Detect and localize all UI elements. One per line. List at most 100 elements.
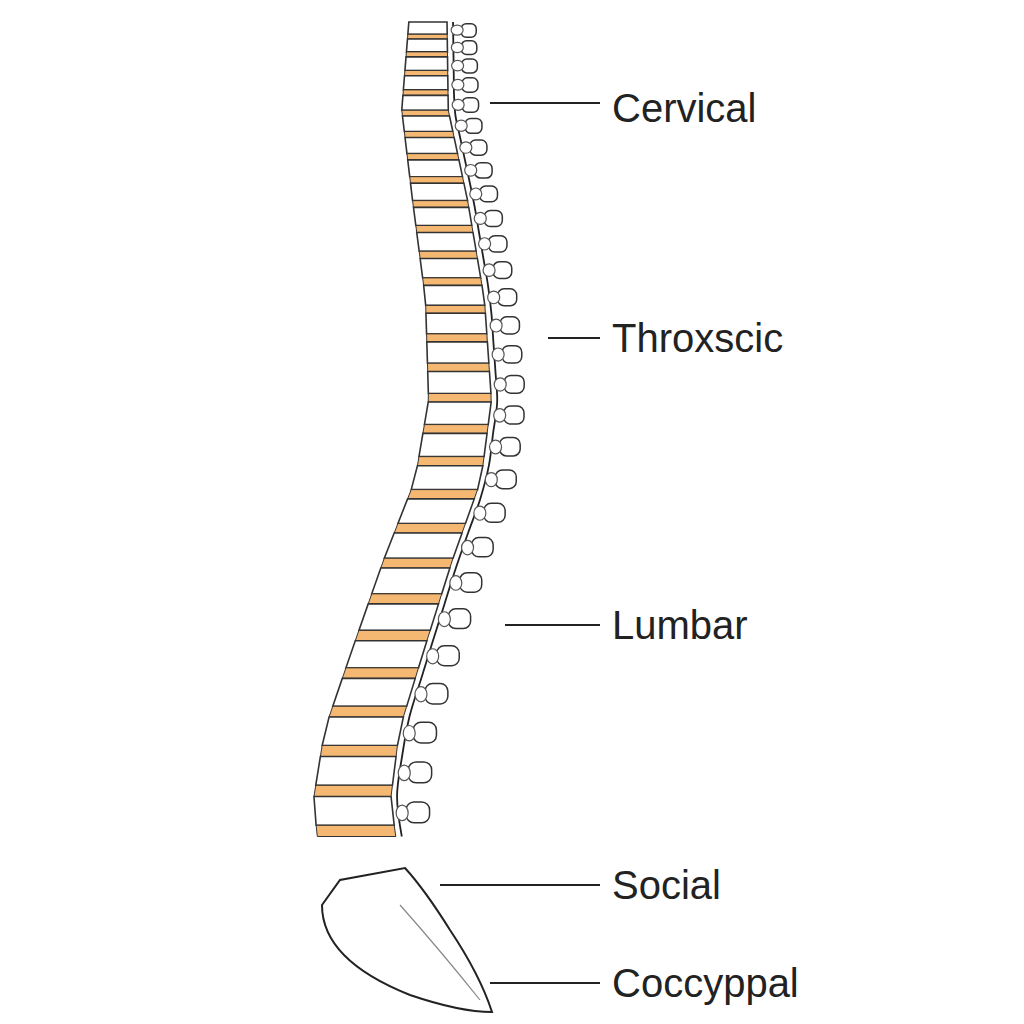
spinous-process [498,289,517,306]
spinous-process [425,684,448,704]
region-label: Social [612,865,721,905]
articular-process [490,440,502,454]
intervertebral-disc [423,425,488,434]
vertebral-body [411,466,483,490]
intervertebral-disc [403,90,448,96]
spinous-process [489,236,507,252]
articular-process [427,649,439,664]
spinous-process [475,163,492,178]
intervertebral-disc [423,278,482,286]
articular-process [452,79,464,90]
vertebral-body [428,372,491,394]
vertebral-body [333,678,415,706]
articular-process [415,687,427,702]
vertebral-column [314,22,524,837]
vertebral-body [424,285,485,305]
intervertebral-disc [329,706,407,717]
intervertebral-disc [404,131,454,137]
spinous-process [460,573,482,592]
vertebral-body [402,116,452,131]
articular-process [474,212,486,224]
intervertebral-disc [419,251,477,258]
spinous-process [502,346,522,363]
articular-process [470,188,482,200]
spinous-process [500,438,521,456]
articular-process [455,120,467,131]
articular-process [490,319,502,332]
vertebral-body [420,259,481,278]
vertebral-body [410,183,467,200]
intervertebral-disc [427,334,488,342]
spinous-process [480,186,498,202]
spinous-process [484,210,502,226]
spinous-process [408,762,431,783]
spinous-process [493,262,512,279]
vertebral-body [322,717,403,745]
spinous-process [437,646,460,666]
intervertebral-disc [355,630,430,640]
articular-process [479,238,491,250]
vertebral-body [406,39,447,52]
vertebral-body [427,342,489,363]
articular-process [465,164,477,176]
articular-process [462,540,474,554]
intervertebral-disc [381,558,453,568]
leader-lines [440,103,600,983]
intervertebral-disc [426,305,486,313]
spinous-process [495,470,516,489]
spinous-process [413,722,436,743]
leader-line [490,982,600,984]
articular-process [494,409,506,423]
spinous-process [406,802,429,823]
articular-process [396,805,408,821]
vertebral-body [403,76,448,90]
vertebral-body [402,95,449,110]
intervertebral-disc [407,154,459,160]
vertebral-body [316,757,396,786]
articular-process [451,42,463,52]
vertebral-body [413,207,471,225]
spinous-process [484,503,505,522]
vertebral-body [408,160,463,177]
spinous-process [500,317,519,334]
articular-process [488,291,500,304]
sacrum-coccyx [322,868,492,1012]
articular-process [452,99,464,110]
vertebral-body [408,22,447,34]
articular-process [450,576,462,591]
vertebral-body [405,138,458,154]
vertebral-body [419,433,487,456]
vertebral-body [346,641,427,668]
vertebral-body [417,233,476,252]
intervertebral-disc [394,523,465,533]
articular-process [474,506,486,520]
articular-process [398,765,410,781]
region-label: Throxscic [612,318,783,358]
intervertebral-disc [428,393,491,402]
articular-process [452,60,464,71]
intervertebral-disc [413,201,469,208]
intervertebral-disc [427,363,489,371]
spinous-process [504,375,524,393]
articular-process [460,142,472,153]
articular-process [485,473,497,487]
spinal-canal-line [397,22,497,837]
intervertebral-disc [342,668,418,679]
intervertebral-disc [320,745,397,756]
articular-process [492,348,504,361]
intervertebral-disc [402,110,450,116]
intervertebral-disc [316,825,396,836]
intervertebral-disc [417,457,484,466]
vertebral-body [426,313,487,334]
articular-process [403,725,415,740]
region-label: Lumbar [612,605,748,645]
spinous-process [472,538,494,557]
articular-process [494,378,506,391]
articular-process [438,612,450,627]
vertebral-body [372,568,450,594]
intervertebral-disc [416,225,473,232]
spinous-process [448,609,470,629]
sacrum-shading [400,905,480,1000]
